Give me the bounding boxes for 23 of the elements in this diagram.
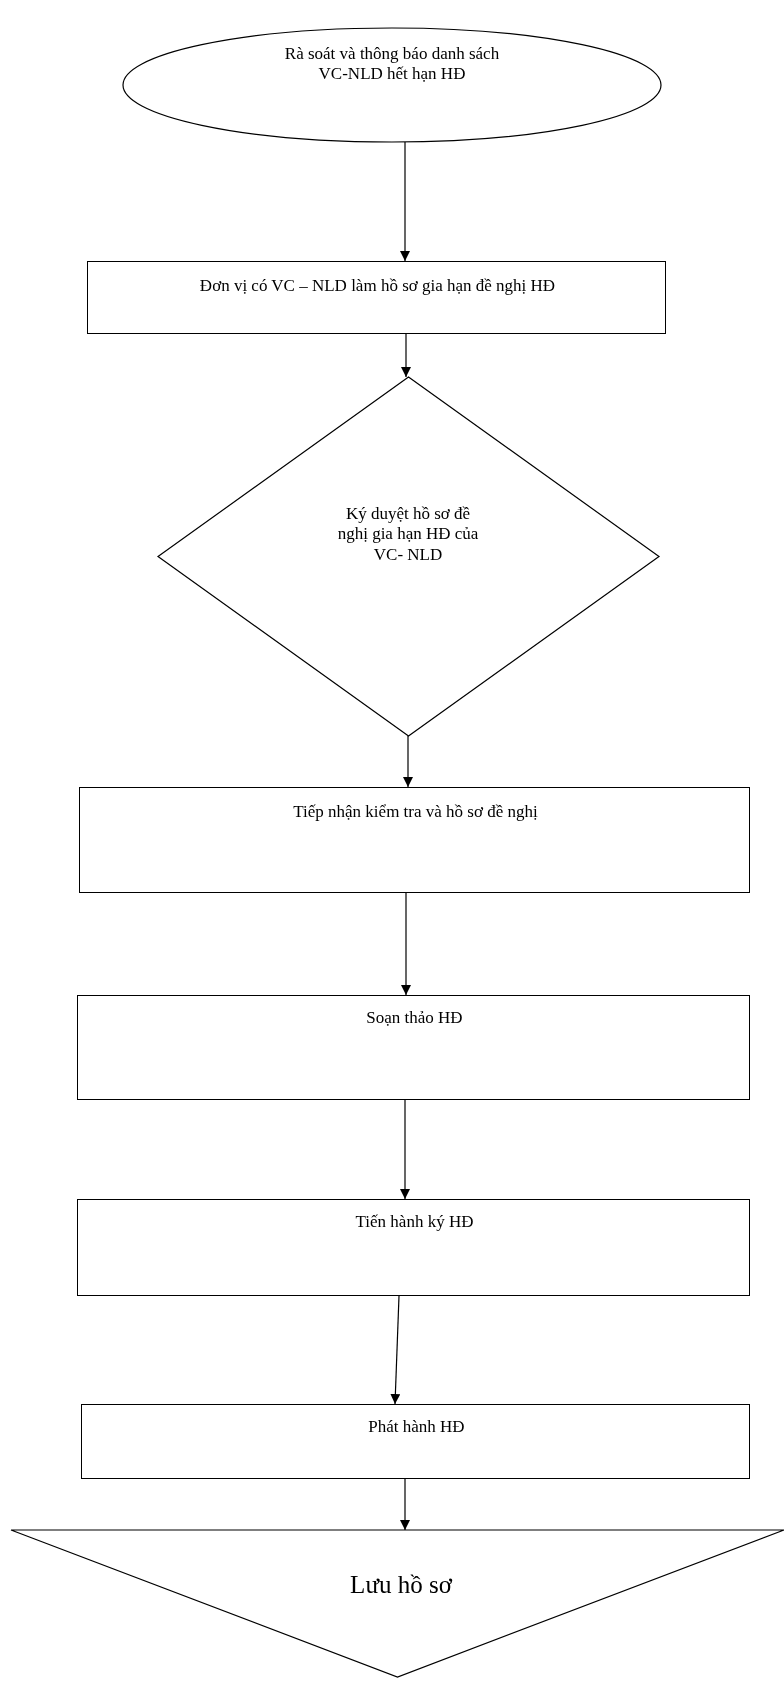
arrow: [401, 333, 411, 378]
arrow: [400, 1099, 410, 1200]
node-label: Ký duyệt hồ sơ đề nghị gia hạn HĐ của VC- NLD: [336, 504, 480, 566]
arrow: [400, 1478, 410, 1531]
node-label: Soạn thảo HĐ: [365, 1008, 464, 1029]
arrow: [401, 892, 411, 996]
arrow: [403, 735, 413, 788]
start-ellipse: [123, 28, 661, 142]
process-box: [77, 995, 750, 1100]
node-label: Tiếp nhận kiểm tra và hồ sơ đề nghị: [292, 802, 539, 823]
storage-triangle: [11, 1530, 784, 1677]
process-box: [87, 261, 666, 334]
node-label: Lưu hồ sơ: [349, 1570, 454, 1600]
decision-diamond: [158, 377, 659, 736]
arrow: [390, 1295, 401, 1405]
arrow: [400, 141, 410, 262]
node-label: Tiến hành ký HĐ: [354, 1212, 475, 1233]
node-label: Phát hành HĐ: [367, 1417, 466, 1438]
process-box: [77, 1199, 750, 1296]
process-box: [81, 1404, 750, 1479]
node-label: Rà soát và thông báo danh sách VC-NLD hết hạn HĐ: [283, 44, 501, 85]
process-box: [79, 787, 750, 893]
node-label: Đơn vị có VC – NLD làm hồ sơ gia hạn đề nghị HĐ: [198, 276, 557, 297]
